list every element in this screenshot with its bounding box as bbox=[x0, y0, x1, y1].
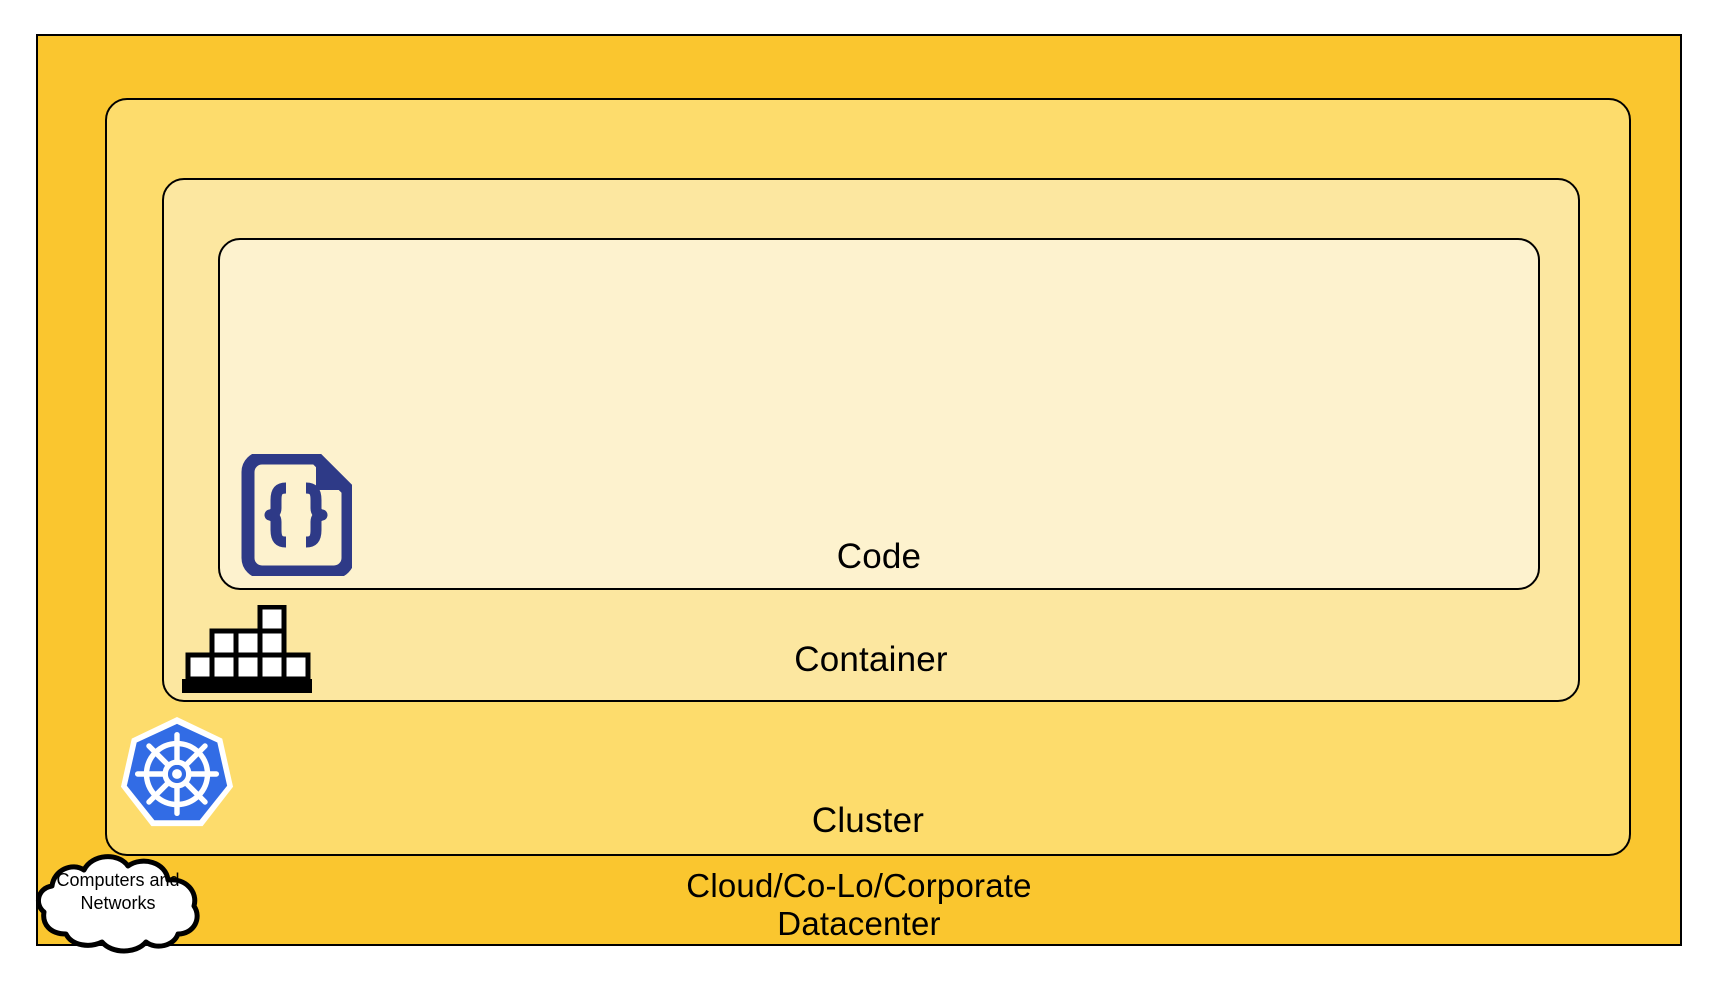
layer-code bbox=[218, 238, 1540, 590]
layer-label-container: Container bbox=[794, 640, 948, 679]
code-file-icon bbox=[240, 451, 355, 579]
kubernetes-icon bbox=[118, 715, 236, 833]
layer-label-datacenter: Cloud/Co-Lo/Corporate Datacenter bbox=[686, 867, 1032, 942]
container-boxes-icon bbox=[182, 604, 312, 695]
container-boxes-icon-svg bbox=[182, 604, 312, 693]
kubernetes-icon-svg bbox=[120, 716, 234, 827]
layer-label-code: Code bbox=[836, 537, 922, 576]
cloud-icon bbox=[30, 848, 206, 958]
cloud-icon-svg bbox=[35, 854, 200, 954]
code-file-icon-svg bbox=[241, 451, 355, 579]
layer-label-cluster: Cluster bbox=[811, 801, 925, 840]
